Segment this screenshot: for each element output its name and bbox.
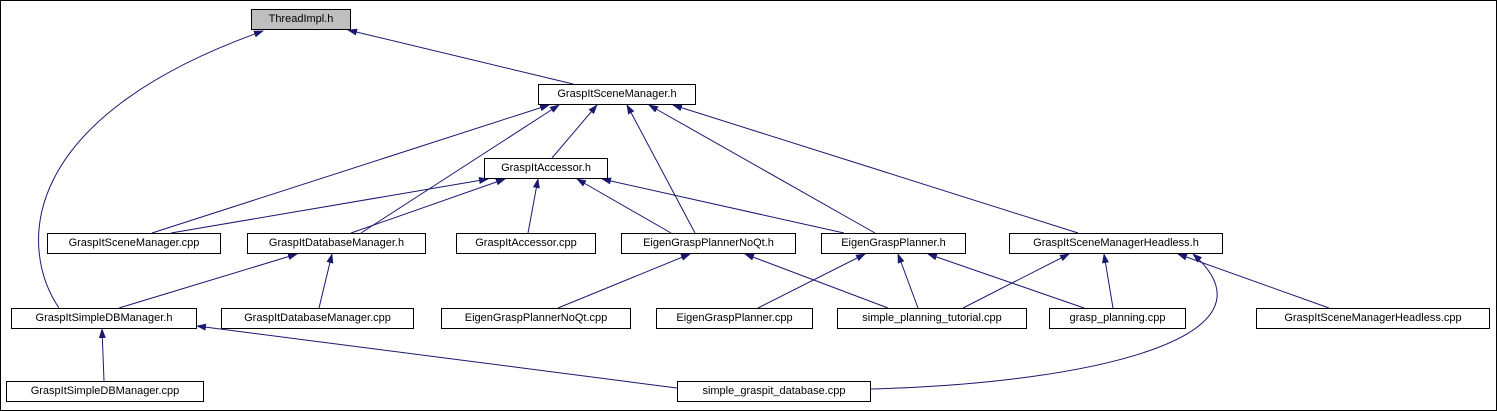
edge-graspitaccessor-cpp-to-graspitaccessor-h: [527, 178, 540, 234]
edge-eigengraspplannernoqt-h-to-graspitscenemanager-h: [626, 104, 696, 234]
graph-node-graspitdatabasemanager-h[interactable]: GraspItDatabaseManager.h: [247, 233, 426, 254]
edge-graspitdatabasemanager-h-to-graspitaccessor-h: [350, 178, 506, 234]
graph-node-graspitscenemanagerheadless-cpp[interactable]: GraspItSceneManagerHeadless.cpp: [1256, 308, 1490, 329]
edge-graspitsimpledbmanager-h-to-threadimpl-h: [38, 30, 264, 309]
graph-node-graspitaccessor-cpp[interactable]: GraspItAccessor.cpp: [456, 233, 596, 254]
edge-simple-graspit-database-cpp-to-graspitscenemanagerheadless-h: [870, 253, 1218, 390]
graph-node-graspitscenemanagerheadless-h[interactable]: GraspItSceneManagerHeadless.h: [1009, 233, 1223, 254]
graph-node-eigengraspplannernoqt-cpp[interactable]: EigenGraspPlannerNoQt.cpp: [441, 308, 631, 329]
edge-graspitsimpledbmanager-h-to-graspitdatabasemanager-h: [118, 253, 298, 309]
graph-node-graspitscenemanager-h[interactable]: GraspItSceneManager.h: [538, 84, 696, 105]
graph-node-graspitdatabasemanager-cpp[interactable]: GraspItDatabaseManager.cpp: [221, 308, 414, 329]
edge-graspitsimpledbmanager-cpp-to-graspitsimpledbmanager-h: [98, 328, 106, 382]
graph-node-graspitsimpledbmanager-h[interactable]: GraspItSimpleDBManager.h: [11, 308, 197, 329]
graph-node-graspitscenemanager-cpp[interactable]: GraspItSceneManager.cpp: [47, 233, 221, 254]
edge-eigengraspplanner-cpp-to-eigengraspplanner-h: [757, 253, 866, 309]
edge-graspitscenemanager-cpp-to-graspitaccessor-h: [170, 177, 489, 234]
edge-graspitscenemanager-h-to-threadimpl-h: [347, 28, 574, 85]
edge-graspitdatabasemanager-h-to-graspitscenemanager-h: [360, 104, 560, 234]
edge-graspitaccessor-h-to-graspitscenemanager-h: [551, 104, 598, 159]
edge-simple-planning-tutorial-cpp-to-eigengraspplannernoqt-h: [744, 253, 889, 309]
edge-eigengraspplanner-h-to-graspitscenemanager-h: [648, 104, 876, 234]
edge-grasp-planning-cpp-to-eigengraspplanner-h: [927, 253, 1085, 309]
edge-graspitscenemanager-cpp-to-graspitscenemanager-h: [151, 104, 550, 234]
edge-graspitdatabasemanager-cpp-to-graspitdatabasemanager-h: [318, 253, 334, 309]
graph-node-eigengraspplanner-h[interactable]: EigenGraspPlanner.h: [821, 233, 966, 254]
graph-node-eigengraspplannernoqt-h[interactable]: EigenGraspPlannerNoQt.h: [621, 233, 796, 254]
graph-node-graspitaccessor-h[interactable]: GraspItAccessor.h: [484, 158, 608, 179]
edge-simple-planning-tutorial-cpp-to-graspitscenemanagerheadless-h: [962, 253, 1070, 309]
graph-node-simple-planning-tutorial-cpp[interactable]: simple_planning_tutorial.cpp: [837, 308, 1027, 329]
edge-simple-planning-tutorial-cpp-to-eigengraspplanner-h: [897, 253, 919, 309]
edge-simple-graspit-database-cpp-to-graspitsimpledbmanager-h: [196, 323, 678, 389]
edge-grasp-planning-cpp-to-graspitscenemanagerheadless-h: [1102, 253, 1114, 309]
graph-node-threadimpl-h: ThreadImpl.h: [251, 9, 351, 30]
graph-node-eigengraspplanner-cpp[interactable]: EigenGraspPlanner.cpp: [656, 308, 813, 329]
edge-graspitscenemanagerheadless-cpp-to-graspitscenemanagerheadless-h: [1177, 253, 1330, 309]
edge-eigengraspplannernoqt-h-to-graspitaccessor-h: [576, 178, 672, 234]
graph-node-grasp-planning-cpp[interactable]: grasp_planning.cpp: [1049, 308, 1186, 329]
edge-eigengraspplanner-h-to-graspitaccessor-h: [601, 177, 845, 234]
edge-graspitscenemanagerheadless-h-to-graspitscenemanager-h: [672, 104, 1079, 234]
edge-eigengraspplannernoqt-cpp-to-eigengraspplannernoqt-h: [557, 253, 691, 309]
graph-node-simple-graspit-database-cpp[interactable]: simple_graspit_database.cpp: [677, 381, 871, 402]
graph-node-graspitsimpledbmanager-cpp[interactable]: GraspItSimpleDBManager.cpp: [6, 381, 204, 402]
